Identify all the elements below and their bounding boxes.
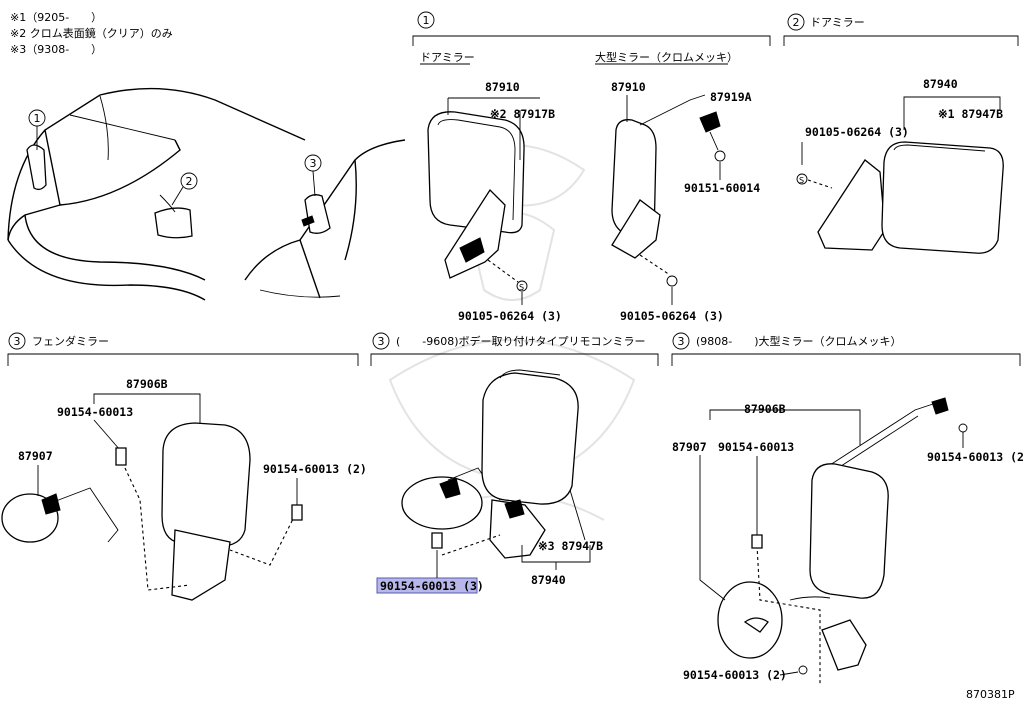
- svg-text:2: 2: [793, 16, 800, 29]
- svg-text:S: S: [519, 283, 524, 292]
- callout-2-car: 2: [171, 172, 198, 206]
- label-87919a: 87919A: [710, 90, 752, 104]
- label-87906b-a: 87906B: [126, 377, 168, 391]
- catalog-id: 870381P: [966, 688, 1015, 701]
- svg-text:3: 3: [14, 335, 21, 348]
- label-87910-large: 87910: [611, 80, 646, 94]
- svg-text:3: 3: [310, 157, 317, 170]
- label-90154-a: 90154-60013: [57, 405, 133, 419]
- selected-part-highlight[interactable]: [376, 577, 478, 594]
- label-87947b-b: ※3 87947B: [538, 539, 603, 553]
- svg-text:2: 2: [186, 175, 193, 188]
- svg-text:1: 1: [34, 112, 41, 125]
- section-3a-header: フェンダミラー: [32, 334, 109, 348]
- vehicle-overview-front: [7, 87, 306, 301]
- section-1-number: [417, 11, 435, 29]
- section-2-header: ドアミラー: [810, 16, 865, 29]
- label-90151: 90151-60014: [684, 181, 760, 195]
- label-90105-c: 90105-06264 (3): [805, 125, 909, 139]
- section-3b: 3 ( -9608)ボデー取り付けタイプリモコンミラー 90154-60013 …: [370, 332, 659, 594]
- door-mirror-2-illustration: [807, 141, 1004, 254]
- screw-icon: [958, 423, 968, 433]
- label-90154-e: 90154-60013 (2): [683, 668, 787, 682]
- label-90154-b: 90154-60013 (2): [263, 462, 367, 476]
- label-87917b: ※2 87917B: [490, 107, 555, 121]
- vehicle-overview-rear: [244, 139, 406, 299]
- label-87907-a: 87907: [18, 449, 53, 463]
- label-90154-d: 90154-60013 (2): [927, 450, 1024, 464]
- fender-mirror-illustration: [1, 422, 296, 601]
- label-90105-b: 90105-06264 (3): [620, 309, 724, 323]
- section-2: 2 ドアミラー 87940 ※1 87947B 90105-06264 (3) …: [783, 13, 1019, 254]
- note-1: ※1（9205- ）: [10, 11, 102, 24]
- screw-s-icon: [516, 280, 528, 292]
- label-87906b-b: 87906B: [744, 402, 786, 416]
- callout-3-car: 3: [304, 154, 322, 197]
- bolt-icon: [751, 534, 763, 549]
- door-mirror-illustration: [427, 111, 525, 283]
- label-90154-selected[interactable]: 90154-60013 (3): [380, 579, 484, 593]
- label-87940-b: 87940: [531, 573, 566, 587]
- note-3: ※3（9308- ）: [10, 43, 102, 56]
- svg-text:1: 1: [423, 14, 430, 27]
- section-1-left-label: ドアミラー: [420, 51, 475, 64]
- section-3b-header: ( -9608)ボデー取り付けタイプリモコンミラー: [396, 334, 646, 348]
- section-1: 1 ドアミラー 大型ミラー（クロムメッキ） 87910 ※2 87917B S …: [412, 11, 771, 323]
- bolt-icon: [291, 504, 303, 521]
- screw-icon: [798, 665, 808, 675]
- label-87940-a: 87940: [923, 77, 958, 91]
- section-3c: 3 (9808- )大型ミラー（クロムメッキ） 87906B 87907 901…: [671, 332, 1024, 685]
- svg-text:3: 3: [678, 335, 685, 348]
- label-90105-a: 90105-06264 (3): [458, 309, 562, 323]
- bolt-icon: [115, 447, 127, 466]
- label-87907-b: 87907: [672, 440, 707, 454]
- note-2: ※2 クロム表面鏡（クリア）のみ: [10, 26, 173, 40]
- section-1-bracket: [412, 35, 771, 46]
- section-1-right-label: 大型ミラー（クロムメッキ）: [595, 50, 738, 64]
- large-mirror-3-illustration: [717, 397, 949, 685]
- svg-text:S: S: [799, 176, 804, 185]
- bolt-icon: [431, 532, 443, 549]
- large-mirror-illustration: [611, 94, 721, 276]
- remote-mirror-illustration: [401, 369, 579, 559]
- svg-text:3: 3: [378, 335, 385, 348]
- section-3c-header: (9808- )大型ミラー（クロムメッキ）: [696, 334, 902, 348]
- callout-1-car: 1: [28, 109, 46, 150]
- label-90154-c: 90154-60013: [718, 440, 794, 454]
- label-87947b-a: ※1 87947B: [938, 107, 1003, 121]
- section-3a: 3 フェンダミラー 87906B 90154-60013 87907 90154…: [1, 332, 367, 601]
- label-87910-door: 87910: [485, 80, 520, 94]
